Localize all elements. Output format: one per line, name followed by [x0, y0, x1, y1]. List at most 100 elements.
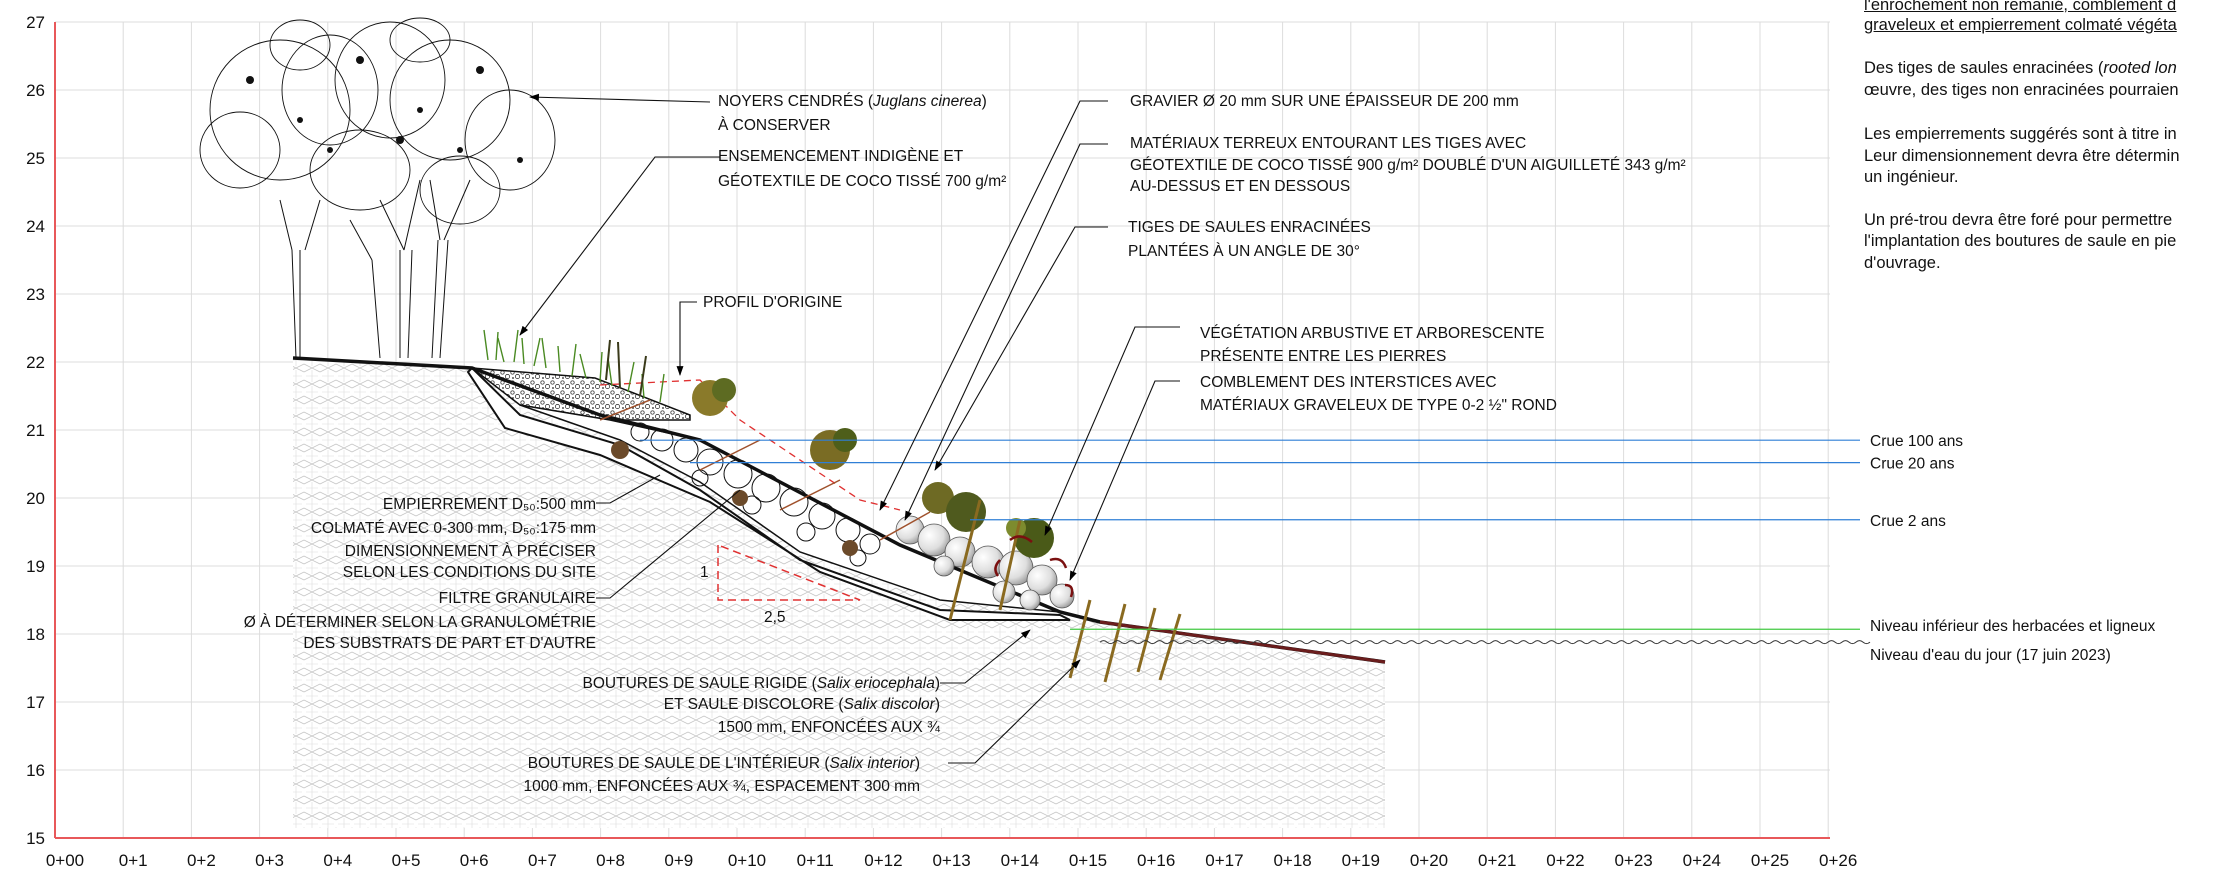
y-tick-label: 20 [26, 489, 45, 508]
notes-panel: l'enrochement non remanié, comblement d … [1864, 0, 2224, 871]
label-earth-3: AU-DESSUS ET EN DESSOUS [1130, 178, 1350, 195]
label-riprap-3: DIMENSIONNEMENT À PRÉCISER [345, 543, 596, 560]
trees-butternut [199, 17, 556, 359]
soil-body [293, 358, 1385, 828]
note-4b: l'implantation des boutures de saule en … [1864, 232, 2177, 250]
note-4a: Un pré-trou devra être foré pour permett… [1864, 211, 2173, 229]
x-tick-label: 0+9 [664, 851, 693, 870]
x-tick-label: 0+25 [1751, 851, 1789, 870]
x-tick-label: 0+21 [1478, 851, 1516, 870]
label-filter-2: Ø À DÉTERMINER SELON LA GRANULOMÉTRIE [244, 614, 596, 631]
y-tick-label: 16 [26, 761, 45, 780]
x-tick-label: 0+8 [596, 851, 625, 870]
y-tick-label: 15 [26, 829, 45, 848]
label-vegetation-2: PRÉSENTE ENTRE LES PIERRES [1200, 348, 1446, 365]
leader-lines [519, 93, 1180, 764]
label-earth-2: GÉOTEXTILE DE COCO TISSÉ 900 g/m² DOUBLÉ… [1130, 157, 1686, 174]
x-tick-label: 0+12 [864, 851, 902, 870]
slope-vertical-label: 1 [700, 564, 709, 581]
label-gravel: GRAVIER Ø 20 mm SUR UNE ÉPAISSEUR DE 200… [1130, 93, 1519, 110]
label-infill-2: MATÉRIAUX GRAVELEUX DE TYPE 0-2 ½" ROND [1200, 397, 1557, 414]
x-tick-label: 0+10 [728, 851, 766, 870]
label-infill-1: COMBLEMENT DES INTERSTICES AVEC [1200, 374, 1497, 391]
y-tick-label: 24 [26, 217, 45, 236]
infill-stones [994, 535, 1074, 598]
y-tick-label: 23 [26, 285, 45, 304]
label-rooted-1: TIGES DE SAULES ENRACINÉES [1128, 219, 1371, 236]
x-tick-label: 0+23 [1614, 851, 1652, 870]
y-tick-label: 17 [26, 693, 45, 712]
note-2b: œuvre, des tiges non enracinées pourraie… [1864, 81, 2179, 99]
water-level-label: Crue 100 ans [1870, 433, 1963, 450]
slope-horizontal-label: 2,5 [764, 609, 786, 626]
y-tick-label: 27 [26, 13, 45, 32]
label-rooted-2: PLANTÉES À UN ANGLE DE 30° [1128, 243, 1360, 260]
x-tick-label: 0+17 [1205, 851, 1243, 870]
x-tick-label: 0+5 [392, 851, 421, 870]
x-tick-label: 0+7 [528, 851, 557, 870]
x-tick-label: 0+16 [1137, 851, 1175, 870]
label-riprap-2: COLMATÉ AVEC 0-300 mm, D₅₀:175 mm [311, 520, 596, 537]
note-4c: d'ouvrage. [1864, 254, 1941, 272]
x-tick-label: 0+14 [1001, 851, 1039, 870]
label-cuttings-rigid-3: 1500 mm, ENFONCÉES AUX ¾ [718, 719, 941, 736]
label-riprap-1: EMPIERREMENT D₅₀:500 mm [383, 496, 596, 513]
note-2a: Des tiges de saules enracinées (rooted l… [1864, 59, 2177, 77]
water-level-label: Crue 20 ans [1870, 456, 1955, 473]
y-tick-label: 19 [26, 557, 45, 576]
label-riprap-4: SELON LES CONDITIONS DU SITE [343, 564, 596, 581]
label-cuttings-rigid-2: ET SAULE DISCOLORE (Salix discolor) [664, 696, 940, 713]
water-level-label: Niveau d'eau du jour (17 juin 2023) [1870, 647, 2111, 664]
label-filter-3: DES SUBSTRATS DE PART ET D'AUTRE [303, 635, 596, 652]
x-tick-labels: 0+00 0+1 0+2 0+3 0+4 0+5 0+6 0+7 0+8 0+9 0+10 0+11 0… [46, 851, 1857, 870]
label-cuttings-interior-1: BOUTURES DE SAULE DE L'INTÉRIEUR (Salix … [528, 755, 920, 772]
x-tick-label: 0+22 [1546, 851, 1584, 870]
grasses [483, 329, 665, 403]
x-tick-label: 0+11 [797, 851, 834, 870]
label-vegetation-1: VÉGÉTATION ARBUSTIVE ET ARBORESCENTE [1200, 325, 1545, 342]
x-tick-label: 0+4 [323, 851, 352, 870]
x-tick-label: 0+6 [460, 851, 489, 870]
label-seeding-1: ENSEMENCEMENT INDIGÈNE ET [718, 148, 964, 165]
willow-stems-rooted [599, 399, 931, 541]
callouts: NOYERS CENDRÉS (Juglans cinerea) À CONSE… [244, 93, 1686, 795]
y-tick-labels: 15 16 17 18 19 20 21 22 23 24 25 26 27 [26, 13, 45, 848]
y-tick-label: 25 [26, 149, 45, 168]
label-original-profile: PROFIL D'ORIGINE [703, 294, 842, 311]
x-tick-label: 0+19 [1342, 851, 1380, 870]
x-tick-label: 0+26 [1819, 851, 1857, 870]
x-tick-label: 0+2 [187, 851, 216, 870]
water-line-today [1099, 640, 1871, 645]
label-earth-1: MATÉRIAUX TERREUX ENTOURANT LES TIGES AV… [1130, 135, 1526, 152]
ground-profile [292, 356, 1386, 664]
x-tick-label: 0+13 [932, 851, 970, 870]
note-3b: Leur dimensionnement devra être détermin [1864, 147, 2180, 165]
x-tick-label: 0+18 [1273, 851, 1311, 870]
x-tick-label: 0+15 [1069, 851, 1107, 870]
note-3c: un ingénieur. [1864, 168, 1959, 186]
y-tick-label: 21 [26, 421, 45, 440]
label-filter-1: FILTRE GRANULAIRE [439, 590, 596, 607]
x-tick-label: 0+00 [46, 851, 84, 870]
water-level-label: Niveau inférieur des herbacées et ligneu… [1870, 618, 2155, 635]
note-3a: Les empierrements suggérés sont à titre … [1864, 125, 2177, 143]
x-tick-label: 0+1 [119, 851, 148, 870]
slope-indicator: 1 2,5 [700, 543, 861, 626]
label-cuttings-interior-2: 1000 mm, ENFONCÉES AUX ¾, ESPACEMENT 300… [523, 778, 920, 795]
label-trees: NOYERS CENDRÉS (Juglans cinerea) [718, 93, 987, 110]
label-seeding-2: GÉOTEXTILE DE COCO TISSÉ 700 g/m² [718, 173, 1006, 190]
y-tick-label: 26 [26, 81, 45, 100]
x-tick-label: 0+20 [1410, 851, 1448, 870]
label-cuttings-rigid-1: BOUTURES DE SAULE RIGIDE (Salix erioceph… [583, 675, 940, 692]
water-level-label: Crue 2 ans [1870, 513, 1946, 530]
label-trees-2: À CONSERVER [718, 117, 831, 134]
note-1a: l'enrochement non remanié, comblement d [1864, 0, 2177, 14]
y-tick-label: 18 [26, 625, 45, 644]
y-tick-label: 22 [26, 353, 45, 372]
original-profile-line [599, 379, 901, 511]
x-tick-label: 0+3 [255, 851, 284, 870]
note-1b: graveleux et empierrement colmaté végéta [1864, 16, 2177, 34]
granular-filter [466, 366, 1071, 621]
